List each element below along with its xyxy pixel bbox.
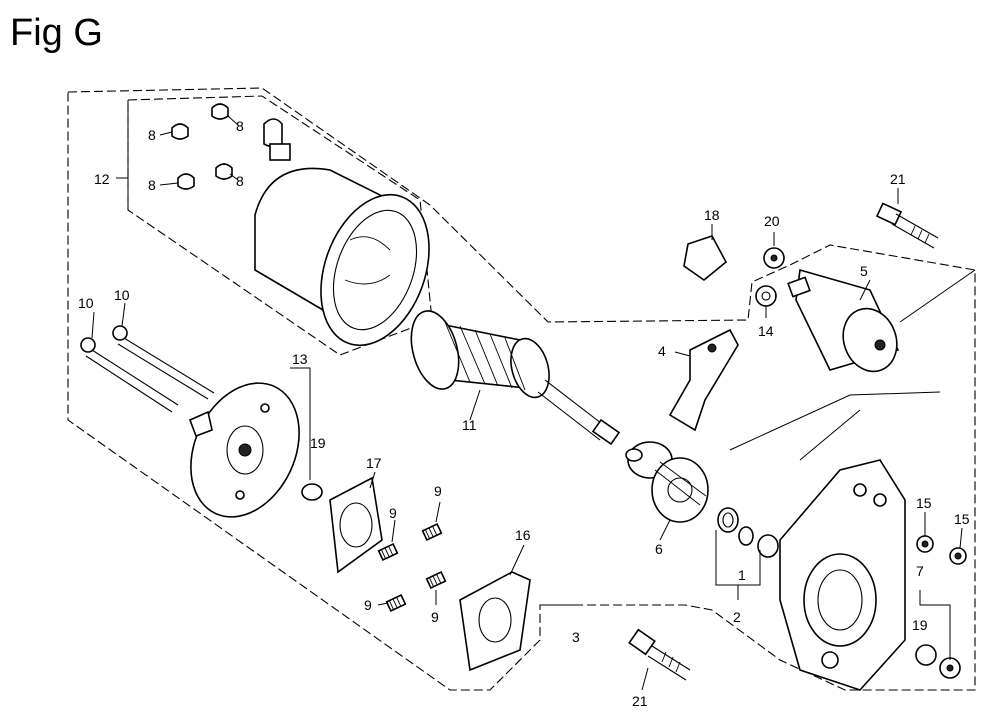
terminal-cover <box>683 235 728 282</box>
callout-19a: 19 <box>310 435 326 451</box>
callout-13: 13 <box>292 351 308 367</box>
brush-clip-set <box>171 103 291 190</box>
through-bolts <box>80 325 215 413</box>
solenoid <box>787 268 900 373</box>
callout-12: 12 <box>94 171 110 187</box>
callout-4: 4 <box>658 343 666 359</box>
nuts-15 <box>916 535 967 565</box>
leader-lines <box>91 100 976 691</box>
yoke-housing <box>254 167 430 347</box>
solenoid-bolt <box>875 202 939 249</box>
shift-lever <box>668 328 739 432</box>
callout-9d: 9 <box>431 609 439 625</box>
bushing-right <box>915 644 961 679</box>
rear-cover <box>188 382 300 518</box>
bushing-left <box>301 483 323 501</box>
callout-20: 20 <box>764 213 780 229</box>
callout-8a: 8 <box>148 127 156 143</box>
callout-11: 11 <box>462 417 477 433</box>
callout-9b: 9 <box>434 483 442 499</box>
callout-14: 14 <box>758 323 774 339</box>
stop-rings <box>717 507 779 558</box>
callout-9a: 9 <box>389 505 397 521</box>
nuts-small <box>755 247 785 307</box>
armature <box>410 310 621 446</box>
callout-2: 2 <box>733 609 741 625</box>
callout-8b: 8 <box>236 118 244 134</box>
drive-end-housing <box>779 459 906 691</box>
callout-5: 5 <box>860 263 868 279</box>
housing-bolt <box>628 628 691 681</box>
callout-8d: 8 <box>236 173 244 189</box>
callout-6: 6 <box>655 541 663 557</box>
gear-plate <box>459 571 531 672</box>
figure-title: Fig G <box>10 12 103 54</box>
callout-10a: 10 <box>78 295 94 311</box>
callout-21b: 21 <box>632 693 648 709</box>
callout-7: 7 <box>916 563 924 579</box>
callout-1: 1 <box>738 567 746 583</box>
callout-10b: 10 <box>114 287 130 303</box>
brush-holder-plate <box>329 476 383 574</box>
callout-3: 3 <box>572 629 580 645</box>
callout-19b: 19 <box>912 617 928 633</box>
callouts: 1 2 3 4 5 6 7 8 8 8 8 9 9 9 9 10 10 11 1… <box>78 118 970 709</box>
pinion-clutch <box>625 441 709 523</box>
callout-17: 17 <box>366 455 382 471</box>
callout-16: 16 <box>515 527 531 543</box>
callout-15a: 15 <box>916 495 932 511</box>
callout-18: 18 <box>704 207 720 223</box>
callout-15b: 15 <box>954 511 970 527</box>
callout-21a: 21 <box>890 171 906 187</box>
callout-9c: 9 <box>364 597 372 613</box>
callout-8c: 8 <box>148 177 156 193</box>
brush-springs <box>377 523 447 612</box>
